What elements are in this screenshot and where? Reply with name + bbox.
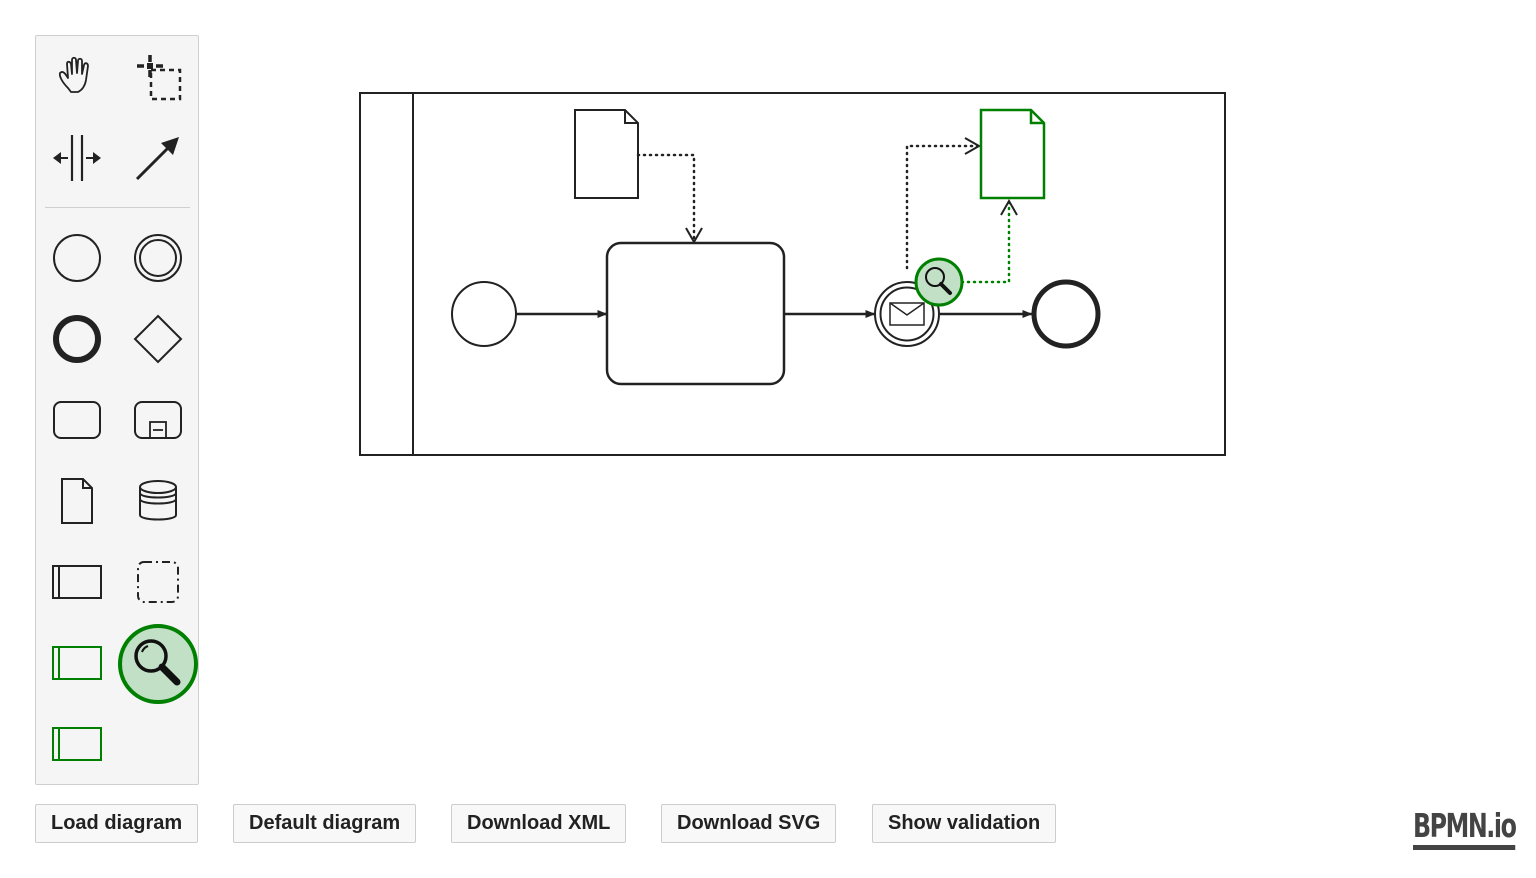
intermediate-event-icon [134,234,182,282]
create-start-event[interactable] [42,223,112,293]
create-custom-pool[interactable] [42,628,112,698]
green-pool-icon [52,727,102,761]
create-intermediate-event[interactable] [123,223,193,293]
envelope-icon [889,302,925,326]
task[interactable] [605,241,786,386]
download-xml-button[interactable]: Download XML [451,804,627,843]
connect-arrow-icon [135,137,179,181]
lasso-tool[interactable] [123,42,193,112]
create-validation-event[interactable] [116,622,200,706]
download-svg-button[interactable]: Download SVG [661,804,837,843]
create-end-event[interactable] [42,304,112,374]
hand-icon [58,56,89,93]
bpmn-io-logo[interactable]: BPMN.io [1413,808,1517,850]
default-diagram-button[interactable]: Default diagram [233,804,417,843]
validation-event[interactable] [914,257,964,307]
create-data-store[interactable] [123,466,193,536]
gateway-icon [133,314,183,364]
subprocess-icon [134,401,182,439]
data-object-icon [61,478,93,524]
data-store-icon [139,480,177,521]
data-object-input[interactable] [574,109,639,199]
start-event-icon [53,234,101,282]
green-pool-icon [52,646,102,680]
space-tool[interactable] [42,123,112,193]
data-object-output[interactable] [979,108,1046,200]
create-pool[interactable] [42,547,112,617]
create-data-object[interactable] [42,466,112,536]
pool-icon [52,565,102,599]
create-task[interactable] [42,385,112,455]
group-icon [137,561,179,603]
space-icon [53,135,101,181]
create-group[interactable] [123,547,193,617]
magnifier-icon [118,624,198,704]
validation-association[interactable] [960,198,1018,284]
create-gateway[interactable] [123,304,193,374]
palette [35,35,199,785]
task-icon [53,401,101,439]
lasso-icon [137,55,182,101]
create-custom-pool-2[interactable] [42,709,112,779]
load-diagram-button[interactable]: Load diagram [35,804,199,843]
pool[interactable] [359,92,1226,456]
end-event-icon [53,315,101,363]
hand-tool[interactable] [42,42,112,112]
diagram-canvas[interactable] [0,0,1536,800]
create-subprocess[interactable] [123,385,193,455]
palette-separator [45,207,190,208]
magnifier-icon [925,267,952,295]
start-event[interactable] [451,281,517,347]
data-output-association[interactable] [905,137,982,270]
global-connect-tool[interactable] [123,123,193,193]
data-input-association[interactable] [636,153,703,245]
show-validation-button[interactable]: Show validation [872,804,1057,843]
end-event[interactable] [1031,279,1101,349]
